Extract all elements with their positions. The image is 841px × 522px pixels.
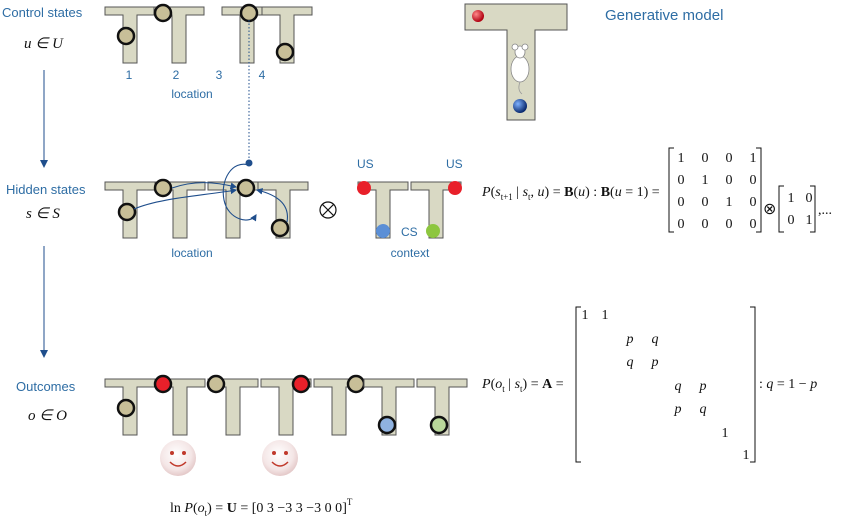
a-matrix-cell: q <box>652 332 659 347</box>
a-matrix-cell: 1 <box>743 448 750 463</box>
hidden-maze-4 <box>257 181 309 239</box>
b-location-cell: 0 <box>750 217 757 232</box>
control-maze-1 <box>104 6 156 64</box>
context-label: context <box>391 246 430 260</box>
control-maze-2 <box>153 3 205 64</box>
hidden-states-math: s ∈ S <box>26 206 60 222</box>
outcome-maze-2 <box>153 374 206 436</box>
us-label-right: US <box>446 157 463 171</box>
smiley-icon-1 <box>160 440 196 476</box>
a-matrix-cell: p <box>626 332 634 347</box>
control-states-math: u ∈ U <box>24 36 64 52</box>
b-location-matrix: 1 0 0 1 0 1 0 0 0 0 1 0 0 0 0 0 <box>668 147 762 233</box>
generative-model-title: Generative model <box>605 7 723 24</box>
kron-operator: ⊗ <box>763 201 776 218</box>
transition-equation: P(st+1 | st, u) = B(u) : B(u = 1) = <box>481 185 660 202</box>
b-location-cell: 1 <box>702 173 709 188</box>
b-location-cell: 0 <box>702 195 709 210</box>
b-location-cell: 0 <box>678 217 685 232</box>
location-label-top: location <box>171 87 212 101</box>
context-maze-cs-blue <box>357 181 409 239</box>
b-location-cell: 0 <box>702 151 709 166</box>
ellipsis: ,... <box>818 203 832 218</box>
hidden-maze-1 <box>104 181 156 239</box>
a-matrix-cell: q <box>675 379 682 394</box>
mouse-icon <box>510 43 530 95</box>
b-context-cell: 0 <box>806 191 813 206</box>
kronecker-icon <box>319 201 337 219</box>
control-number-1: 1 <box>126 68 133 82</box>
outcomes-label: Outcomes <box>16 379 76 394</box>
control-number-2: 2 <box>173 68 180 82</box>
likelihood-equation: P(ot | st) = A = <box>481 377 564 394</box>
outcome-maze-5 <box>313 374 366 436</box>
a-matrix-cell: p <box>651 355 659 370</box>
a-matrix-cell: 1 <box>602 308 609 323</box>
outcomes-math: o ∈ O <box>28 408 67 424</box>
control-maze-4 <box>261 6 313 64</box>
a-matrix-cell: 1 <box>582 308 589 323</box>
transition-arrows <box>133 163 288 223</box>
b-location-cell: 0 <box>702 217 709 232</box>
a-matrix-cell: q <box>700 402 707 417</box>
likelihood-condition: : q = 1 − p <box>759 377 817 392</box>
a-matrix-cell: p <box>674 402 682 417</box>
smiley-icon-2 <box>262 440 298 476</box>
b-location-cell: 0 <box>750 195 757 210</box>
control-link-node <box>245 159 253 167</box>
a-matrix-cell: 1 <box>722 426 729 441</box>
outcome-maze-3 <box>206 374 259 436</box>
b-location-cell: 0 <box>726 173 733 188</box>
hidden-states-label: Hidden states <box>6 182 86 197</box>
hidden-maze-2 <box>153 178 206 239</box>
generative-model-maze <box>464 3 568 121</box>
context-maze-cs-green <box>410 181 462 239</box>
a-matrix-cell: q <box>627 355 634 370</box>
hidden-maze-3 <box>207 178 259 239</box>
b-context-cell: 1 <box>788 191 795 206</box>
b-location-cell: 1 <box>750 151 757 166</box>
location-label-mid: location <box>171 246 212 260</box>
b-location-cell: 1 <box>726 195 733 210</box>
b-location-cell: 0 <box>726 217 733 232</box>
b-location-cell: 0 <box>678 173 685 188</box>
red-cue-ball <box>472 10 484 22</box>
utility-equation: ln P(ot) = U = [0 3 −3 3 −3 0 0]T <box>170 497 353 518</box>
b-location-cell: 0 <box>678 195 685 210</box>
b-context-cell: 0 <box>788 213 795 228</box>
outcome-maze-4 <box>260 374 312 436</box>
cs-label: CS <box>401 225 418 239</box>
b-location-cell: 1 <box>678 151 685 166</box>
outcome-maze-6 <box>363 378 415 436</box>
outcome-maze-1 <box>104 378 156 436</box>
b-location-cell: 0 <box>750 173 757 188</box>
control-number-4: 4 <box>259 68 266 82</box>
control-states-label: Control states <box>2 5 83 20</box>
outcome-maze-7 <box>416 378 468 436</box>
b-context-cell: 1 <box>806 213 813 228</box>
b-location-cell: 0 <box>726 151 733 166</box>
blue-cue-ball <box>513 99 527 113</box>
a-matrix-cell: p <box>699 379 707 394</box>
us-label-left: US <box>357 157 374 171</box>
control-number-3: 3 <box>216 68 223 82</box>
